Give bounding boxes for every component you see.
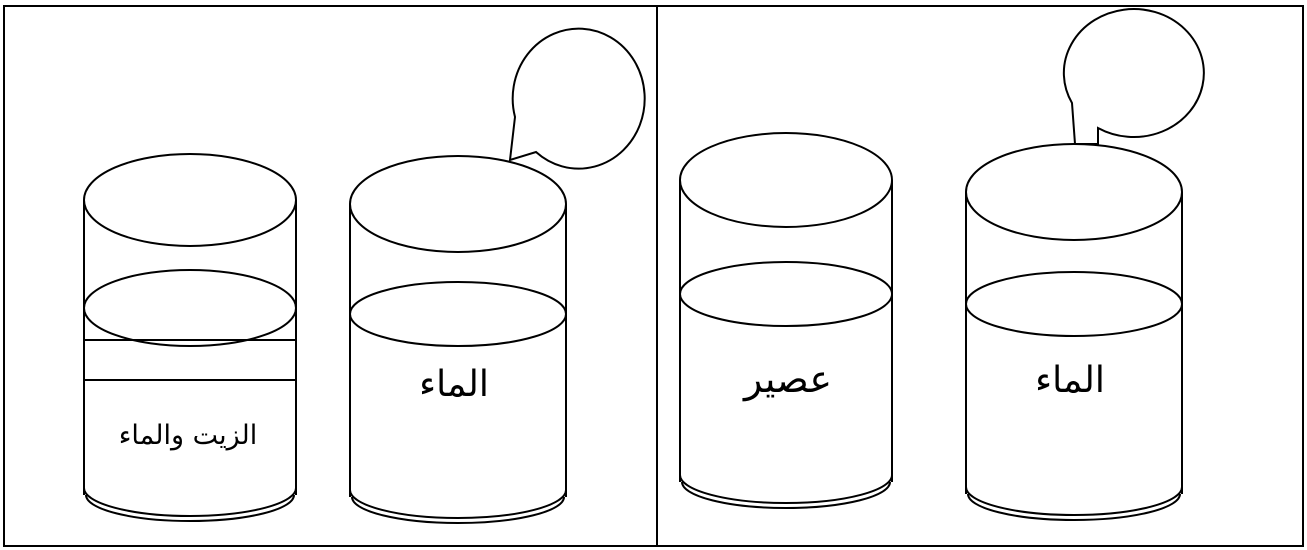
glass-top-rim: [966, 144, 1182, 240]
speech-bubble: [510, 29, 645, 169]
glass-water-right: الماء: [966, 144, 1182, 520]
glass-water-left: الماء: [350, 156, 566, 523]
glass-bottom-rim: [350, 490, 566, 518]
speech-bubble-outline: [510, 29, 645, 169]
water-surface: [350, 282, 566, 346]
speech-bubble: [1064, 9, 1204, 144]
glass-juice: عصير: [680, 133, 892, 508]
panel-left: الزيت والماء الماء: [84, 29, 645, 523]
glass-label: الماء: [419, 364, 489, 405]
glass-oil-and-water: الزيت والماء: [84, 154, 296, 521]
glass-label: عصير: [742, 357, 832, 402]
glass-label: الزيت والماء: [119, 420, 258, 451]
glass-top-rim: [350, 156, 566, 252]
oil-surface: [84, 270, 296, 346]
glass-bottom-rim: [84, 488, 296, 516]
juice-surface: [680, 262, 892, 326]
glass-top-rim: [84, 154, 296, 246]
water-surface: [966, 272, 1182, 336]
glass-bottom-rim: [680, 475, 892, 503]
speech-bubble-outline: [1064, 9, 1204, 144]
glass-top-rim: [680, 133, 892, 227]
glass-bottom-rim: [966, 487, 1182, 515]
panel-right: عصير الماء: [680, 9, 1204, 520]
glass-label: الماء: [1035, 360, 1105, 401]
